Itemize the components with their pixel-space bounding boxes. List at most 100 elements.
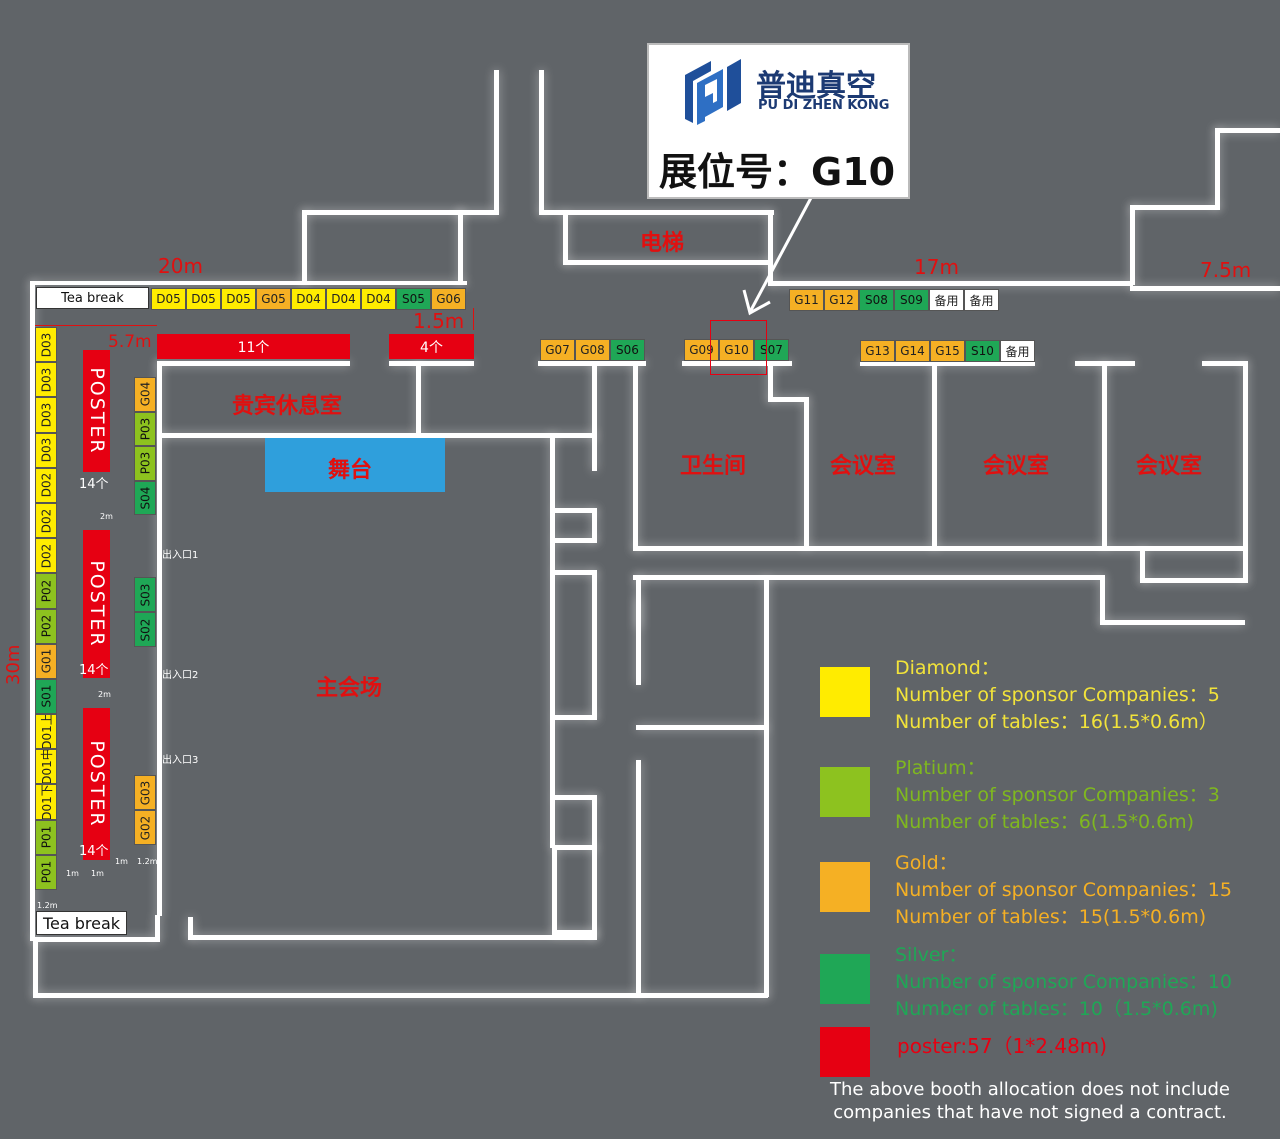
legend-text-gold: Number of tables：15(1.5*0.6m)	[895, 906, 1207, 928]
highlighted-booth-frame	[710, 320, 767, 375]
wall	[682, 361, 792, 366]
legend-text-diamond: Number of sponsor Companies：5	[895, 684, 1220, 706]
wall	[592, 508, 597, 543]
brand-name-cn: 普迪真空	[756, 69, 876, 104]
booth-d01下: D01下	[35, 784, 57, 820]
wall	[458, 210, 463, 285]
stage	[265, 438, 445, 492]
legend-swatch-gold	[820, 862, 870, 912]
tea-break-top: Tea break	[36, 287, 149, 309]
booth-d02: D02	[35, 467, 57, 503]
wall	[33, 993, 768, 998]
wall	[592, 361, 597, 471]
wall	[1130, 205, 1135, 285]
booth-g12: G12	[824, 289, 859, 311]
stage-label: 舞台	[328, 458, 373, 483]
meeting-room-2-label: 会议室	[983, 454, 1050, 479]
wall	[1130, 205, 1220, 210]
booth-g07: G07	[540, 339, 575, 361]
legend-swatch-poster	[820, 1027, 870, 1077]
booth-s01: S01	[35, 678, 57, 715]
wall	[932, 361, 937, 549]
wall	[1102, 361, 1107, 549]
booth-d01上: D01上	[35, 714, 57, 750]
booth-p03: P03	[134, 411, 156, 446]
legend-text-platinum: Platium：	[895, 757, 986, 779]
booth-d03: D03	[35, 432, 57, 468]
booth-p03: P03	[134, 446, 156, 481]
wall	[30, 281, 305, 285]
gap-2m-2: 2m	[98, 690, 111, 699]
wall	[302, 210, 462, 215]
wall	[555, 930, 597, 935]
gap-2m-1: 2m	[100, 512, 113, 521]
wall	[555, 715, 597, 720]
gap-1m-3: 1m	[115, 857, 128, 866]
wall	[539, 210, 774, 215]
wall	[550, 433, 555, 848]
pudi-logo-icon	[685, 59, 741, 125]
booth-p01: P01	[35, 854, 57, 890]
gap-1m-1: 1m	[66, 869, 79, 878]
footnote-line-1: The above booth allocation does not incl…	[830, 1079, 1230, 1100]
booth-s06: S06	[610, 339, 645, 361]
booth-badge: 普迪真空 PU DI ZHEN KONG 展位号：G10	[647, 43, 910, 199]
booth-g05: G05	[256, 288, 291, 310]
legend-text-gold: Gold：	[895, 852, 958, 874]
wall	[804, 397, 809, 549]
booth-备用: 备用	[929, 289, 964, 311]
booth-g08: G08	[575, 339, 610, 361]
wall	[188, 935, 597, 940]
wall	[494, 70, 499, 215]
booth-s02: S02	[134, 612, 156, 647]
dimension-line	[473, 308, 474, 330]
main-hall-label: 主会场	[316, 676, 383, 701]
booth-s05: S05	[396, 288, 431, 310]
booth-s04: S04	[134, 480, 156, 515]
wall	[563, 260, 773, 265]
poster-bar-4: 4个	[389, 334, 474, 359]
booth-g04: G04	[134, 377, 156, 412]
poster-panel-1: POSTER	[83, 350, 110, 472]
booth-g13: G13	[860, 340, 895, 362]
legend-text-platinum: Number of sponsor Companies：3	[895, 784, 1220, 806]
booth-d05: D05	[151, 288, 186, 310]
booth-d04: D04	[361, 288, 396, 310]
legend-swatch-diamond	[820, 667, 870, 717]
wall	[157, 361, 350, 366]
booth-s03: S03	[134, 577, 156, 612]
dimension-7-5m: 7.5m	[1200, 258, 1252, 282]
wall	[636, 598, 641, 628]
dimension-5-7m: 5.7m	[108, 332, 152, 352]
booth-g02: G02	[134, 810, 156, 845]
wall	[563, 213, 568, 265]
legend-text-silver: Silver：	[895, 944, 968, 966]
booth-d01中: D01中	[35, 749, 57, 785]
wall	[1215, 128, 1220, 210]
wall	[636, 725, 768, 730]
wall	[555, 795, 597, 800]
elevator-label: 电梯	[640, 231, 685, 256]
wall	[860, 361, 1035, 366]
legend-text-diamond: Number of tables：16(1.5*0.6m）	[895, 711, 1218, 733]
dimension-20m: 20m	[158, 254, 203, 278]
wall	[1100, 620, 1245, 625]
wall	[552, 845, 557, 935]
wall	[592, 795, 597, 940]
wall	[636, 760, 641, 997]
booth-d04: D04	[291, 288, 326, 310]
legend-text-silver: Number of sponsor Companies：10	[895, 971, 1232, 993]
poster-panel-2: POSTER	[83, 530, 110, 678]
wall	[33, 937, 38, 997]
wall	[555, 845, 597, 850]
booth-d04: D04	[326, 288, 361, 310]
booth-d03: D03	[35, 397, 57, 433]
wall	[30, 281, 35, 941]
